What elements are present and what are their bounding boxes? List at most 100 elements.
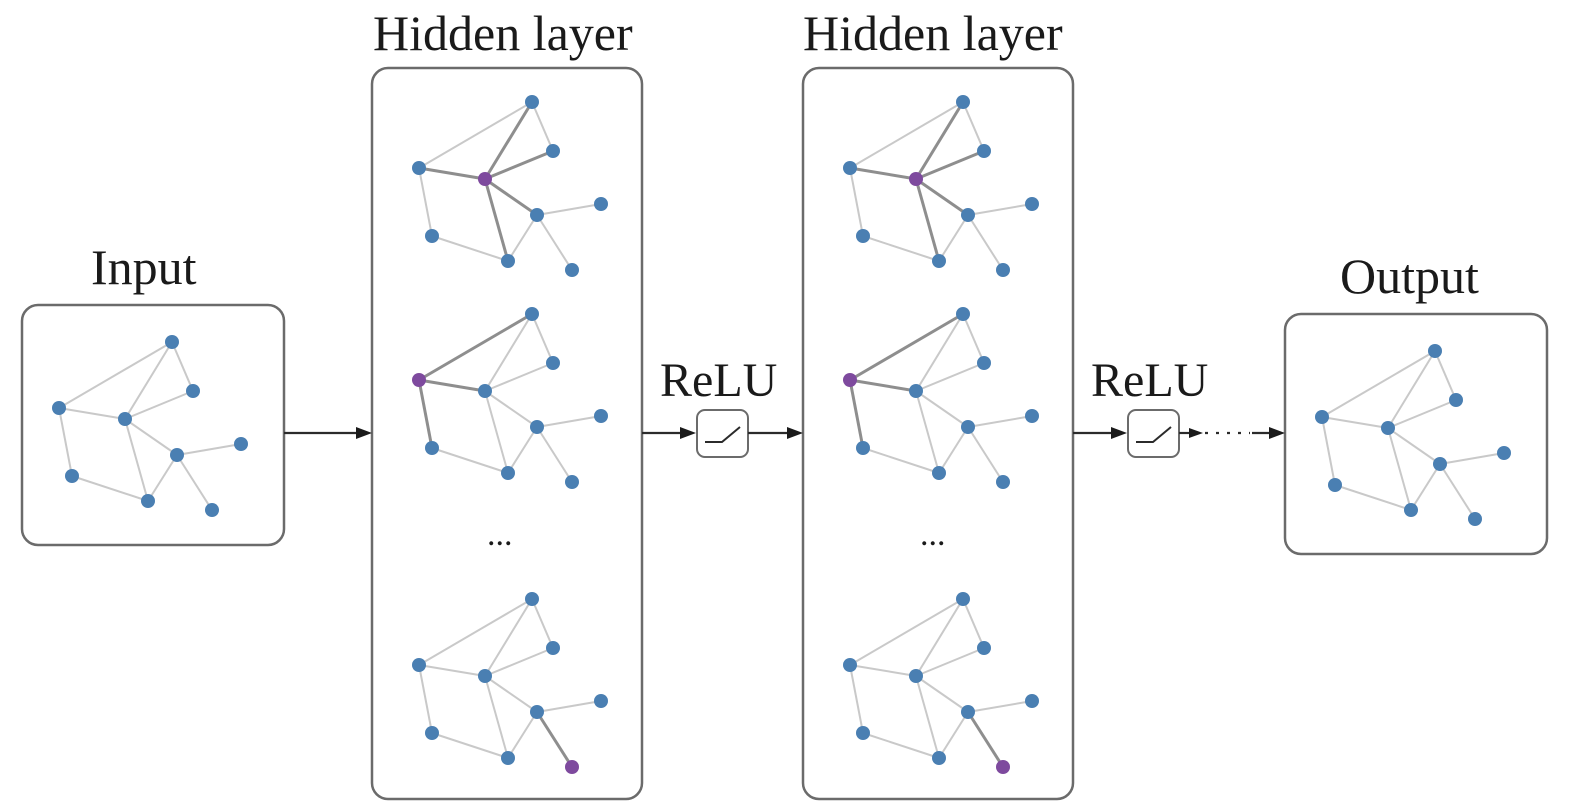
highlighted-edge <box>417 379 434 449</box>
highlighted-edge <box>418 166 486 181</box>
graph-edge <box>915 647 985 677</box>
graph-edge <box>1387 350 1436 429</box>
target-node <box>843 373 857 387</box>
graph-edge <box>915 362 985 392</box>
graph-edge <box>962 598 985 649</box>
graph-node <box>594 197 608 211</box>
graph-edge <box>938 214 969 262</box>
graph-edge <box>967 700 1033 713</box>
highlighted-edge <box>914 178 941 262</box>
graph-node <box>565 263 579 277</box>
relu-1-icon <box>696 409 749 458</box>
output-label: Output <box>1340 248 1479 304</box>
graph-node <box>961 208 975 222</box>
graph-node <box>961 420 975 434</box>
graph-edge <box>1321 350 1436 418</box>
graph-edge <box>484 675 538 713</box>
graph-node <box>412 658 426 672</box>
graph-edge <box>71 475 149 502</box>
hidden-layer-2-graph-1 <box>843 95 1039 277</box>
graph-node <box>1381 421 1395 435</box>
graph-edge <box>418 101 533 169</box>
graph-node <box>594 694 608 708</box>
highlighted-edge <box>849 312 964 382</box>
graph-edge <box>1439 463 1476 520</box>
graph-node <box>478 384 492 398</box>
graph-edge <box>124 390 194 420</box>
graph-node <box>1315 410 1329 424</box>
graph-edge <box>484 362 554 392</box>
arrow-input-to-hidden-1 <box>284 427 372 439</box>
highlighted-edge <box>848 379 865 449</box>
graph-node <box>996 263 1010 277</box>
highlighted-edge <box>966 711 1005 768</box>
graph-node <box>501 466 515 480</box>
graph-edge <box>915 675 969 713</box>
graph-edge <box>967 214 1004 271</box>
graph-node <box>843 161 857 175</box>
graph-node <box>525 95 539 109</box>
graph-node <box>1025 409 1039 423</box>
graph-edge <box>962 101 985 152</box>
relu-1-label: ReLU <box>660 354 778 407</box>
graph-node <box>118 412 132 426</box>
arrow-relu-1-to-hidden-2 <box>748 427 803 439</box>
graph-node <box>956 95 970 109</box>
graph-edge <box>484 598 533 677</box>
relu-2-icon <box>1127 409 1180 458</box>
graph-edge <box>938 426 969 474</box>
graph-node <box>525 307 539 321</box>
graph-node <box>412 161 426 175</box>
graph-edge <box>862 732 940 759</box>
graph-edge <box>124 341 173 420</box>
graph-node <box>1328 478 1342 492</box>
graph-node <box>425 229 439 243</box>
graph-node <box>843 658 857 672</box>
graph-edge <box>124 418 149 502</box>
graph-node <box>1497 446 1511 460</box>
graph-edge <box>418 598 533 666</box>
graph-node <box>530 420 544 434</box>
hidden-layer-1-panel <box>370 66 644 801</box>
graph-node <box>909 669 923 683</box>
input-label: Input <box>91 239 197 295</box>
graph-edge <box>431 447 509 474</box>
graph-node <box>1025 197 1039 211</box>
highlighted-edge <box>484 177 538 217</box>
graph-edge <box>418 167 433 237</box>
target-node <box>565 760 579 774</box>
graph-edge <box>862 447 940 474</box>
graph-node <box>961 705 975 719</box>
graph-node <box>234 437 248 451</box>
graph-edge <box>536 203 602 216</box>
graph-edge <box>507 214 538 262</box>
highlighted-edge <box>849 378 917 393</box>
graph-node <box>956 592 970 606</box>
graph-node <box>565 475 579 489</box>
target-node <box>996 760 1010 774</box>
graph-edge <box>915 390 969 428</box>
graph-edge <box>862 235 940 262</box>
graph-edge <box>58 407 126 420</box>
graph-edge <box>176 454 213 511</box>
graph-node <box>478 669 492 683</box>
graph-edge <box>484 313 533 392</box>
hidden-layer-1-ellipsis: ... <box>487 516 513 553</box>
graph-edge <box>1321 416 1336 486</box>
hidden-layer-1-graph-n <box>412 592 608 774</box>
graph-edge <box>418 664 486 677</box>
graph-edge <box>484 647 554 677</box>
graph-node <box>932 751 946 765</box>
output-graph <box>1315 344 1511 526</box>
hidden-layer-2-label: Hidden layer <box>803 5 1063 61</box>
target-node <box>909 172 923 186</box>
graph-node <box>205 503 219 517</box>
highlighted-edge <box>915 177 969 217</box>
graph-node <box>1468 512 1482 526</box>
graph-node <box>856 441 870 455</box>
graph-node <box>1025 694 1039 708</box>
graph-edge <box>536 426 573 483</box>
graph-node <box>932 254 946 268</box>
graph-edge <box>938 711 969 759</box>
graph-edge <box>849 101 964 169</box>
